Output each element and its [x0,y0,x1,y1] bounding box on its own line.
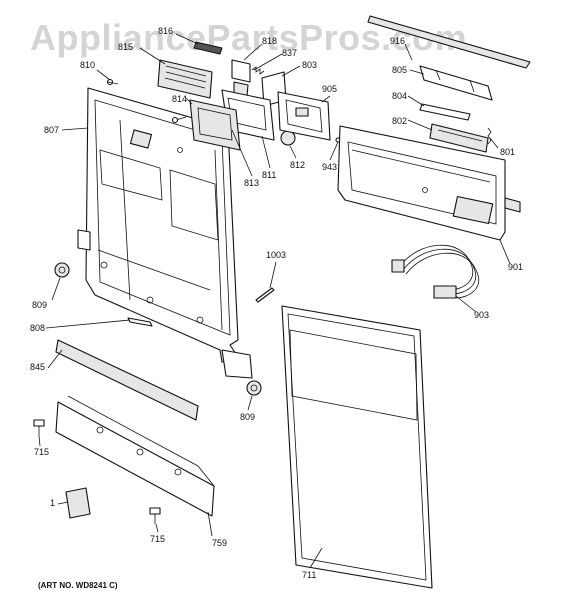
inner-door-panel [77,87,253,379]
callout-916: 916 [390,36,405,46]
screw-715-right [149,507,161,524]
callout-759: 759 [212,538,227,548]
clip-808 [127,317,153,327]
callout-808: 808 [30,323,45,333]
callout-802: 802 [392,116,407,126]
control-panel-console-901 [337,125,521,241]
leader-lines [38,33,511,569]
callout-809-right: 809 [240,412,255,422]
callout-715-right: 715 [150,534,165,544]
vent-louver-815 [157,59,213,99]
screw-810 [106,78,119,86]
screw-814 [171,116,187,124]
kick-strip-845 [55,339,199,421]
art-number: (ART NO. WD8241 C) [38,581,118,590]
callout-805: 805 [392,65,407,75]
spring-801 [487,127,492,145]
callout-903: 903 [474,310,489,320]
callout-905: 905 [322,84,337,94]
callout-814: 814 [172,94,187,104]
callout-804: 804 [392,91,407,101]
control-board-905 [277,91,331,141]
callout-809-left: 809 [32,300,47,310]
callout-1: 1 [50,498,55,508]
callout-1003: 1003 [266,250,286,260]
vent-actuator-816 [193,41,223,55]
callout-901: 901 [508,262,523,272]
callout-837: 837 [282,48,297,58]
callout-812: 812 [290,160,305,170]
screw-715-left [33,419,45,436]
callout-811: 811 [262,170,276,180]
callout-801: 801 [500,147,515,157]
callout-943: 943 [322,162,337,172]
bracket-804 [419,103,471,121]
callout-816: 816 [158,26,173,36]
callout-818: 818 [262,36,277,46]
spring-837 [251,66,265,75]
bracket-805 [419,65,493,101]
gasket-813 [189,99,241,151]
callout-711: 711 [302,570,316,580]
callout-810: 810 [80,60,95,70]
callout-715-left: 715 [34,447,49,457]
switch-strip-802 [429,123,489,153]
callout-845: 845 [30,362,45,372]
trim-strip-916 [367,15,531,69]
callout-labels: 810 815 816 818 837 803 814 807 905 812 … [30,26,523,580]
hinge-knob-809-left [54,262,70,278]
callout-815: 815 [118,42,133,52]
callout-813: 813 [244,178,259,188]
hinge-knob-809-right [246,380,262,396]
switch-818 [231,59,251,97]
label-card-1 [65,487,91,519]
wire-harness-903 [391,244,479,299]
callout-803: 803 [302,60,317,70]
pin-1003 [255,287,275,303]
callout-807: 807 [44,125,59,135]
outer-door-panel-711 [281,305,433,589]
lower-panel-759 [55,395,215,517]
